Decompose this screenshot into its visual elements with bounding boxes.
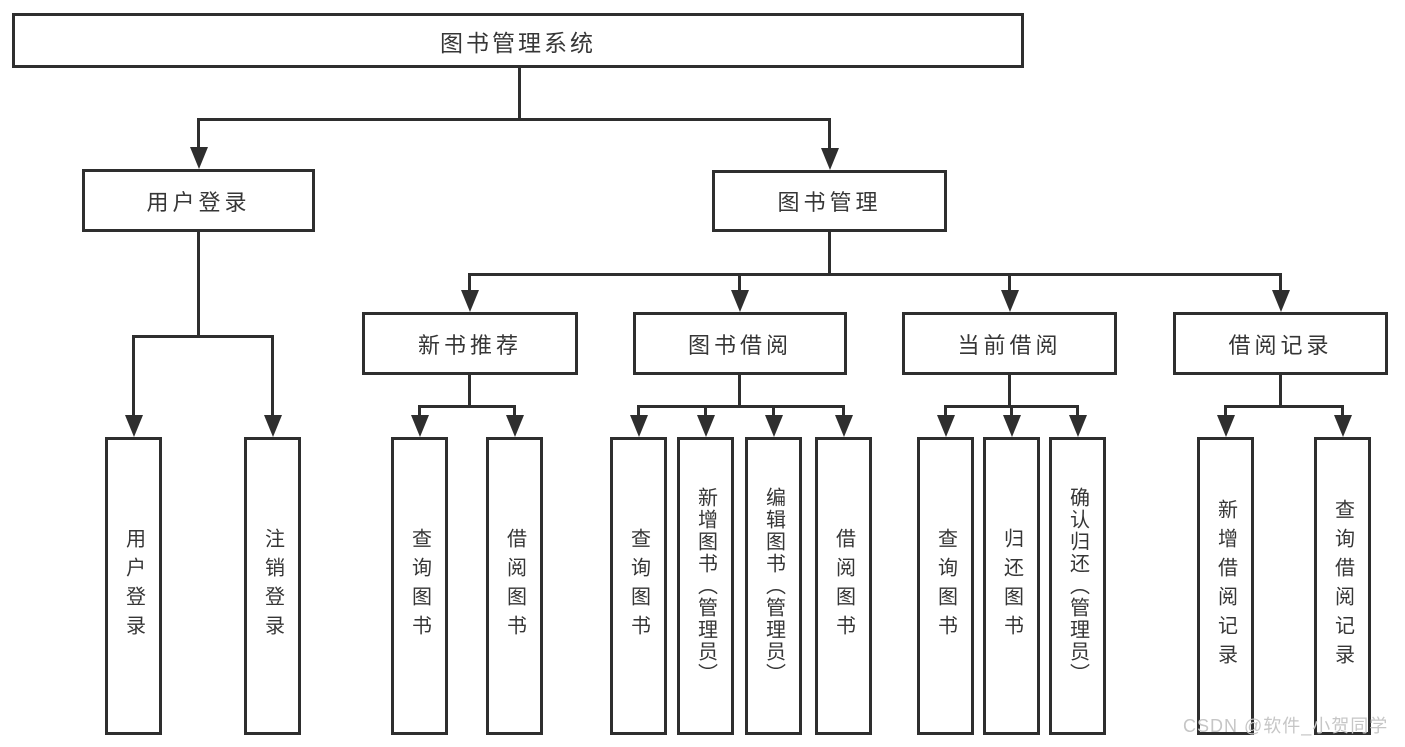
connector-line [518, 68, 521, 121]
connector-line [418, 405, 516, 408]
node-book-borrow-label: 图书借阅 [687, 332, 792, 358]
node-current-borrow-label: 当前借阅 [957, 332, 1062, 358]
connector-line [738, 375, 741, 408]
node-borrow-records-label: 借阅记录 [1228, 332, 1333, 358]
connector-line [637, 405, 640, 417]
connector-arrow [1068, 415, 1087, 437]
node-root-label: 图书管理系统 [440, 29, 596, 56]
connector-line [828, 232, 831, 276]
connector-line [468, 375, 471, 408]
leaf-logout-login: 注销登录 [244, 437, 301, 735]
connector-line [418, 405, 421, 417]
leaf-return-books: 归还图书 [983, 437, 1040, 735]
connector-arrow [629, 415, 648, 437]
leaf-borrow-books: 借阅图书 [815, 437, 872, 735]
connector-arrow [764, 415, 783, 437]
node-book-management-label: 图书管理 [777, 190, 882, 215]
connector-line [828, 118, 831, 152]
connector-line [132, 335, 135, 417]
leaf-query-borrow-record: 查询借阅记录 [1314, 437, 1371, 735]
connector-line [1279, 273, 1282, 293]
connector-arrow [460, 290, 479, 312]
connector-line [772, 405, 775, 417]
connector-line [197, 232, 200, 338]
connector-arrow [696, 415, 715, 437]
leaf-query-books-borrow: 查询图书 [610, 437, 667, 735]
leaf-add-borrow-record: 新增借阅记录 [1197, 437, 1254, 735]
connector-arrow [124, 415, 143, 437]
node-user-login-label: 用户登录 [146, 189, 251, 215]
node-current-borrow: 当前借阅 [902, 312, 1117, 375]
connector-arrow [1333, 415, 1352, 437]
connector-arrow [263, 415, 282, 437]
connector-line [1076, 405, 1079, 417]
connector-line [944, 405, 947, 417]
connector-arrow [189, 147, 208, 169]
connector-arrow [1216, 415, 1235, 437]
connector-line [197, 118, 831, 121]
csdn-watermark: CSDN @软件_小贺同学 [1183, 716, 1389, 736]
node-book-borrow: 图书借阅 [633, 312, 847, 375]
leaf-borrow-books-recommend: 借阅图书 [486, 437, 543, 735]
connector-line [197, 118, 200, 152]
node-book-management: 图书管理 [712, 170, 947, 232]
connector-arrow [505, 415, 524, 437]
connector-line [1008, 375, 1011, 408]
connector-line [1279, 375, 1282, 408]
leaf-edit-books-admin: 编辑图书（管理员） [745, 437, 802, 735]
connector-line [1341, 405, 1344, 417]
node-user-login: 用户登录 [82, 169, 315, 232]
node-new-book-recommend: 新书推荐 [362, 312, 578, 375]
connector-line [513, 405, 516, 417]
connector-line [468, 273, 1282, 276]
connector-line [1224, 405, 1227, 417]
connector-line [132, 335, 274, 338]
connector-line [1008, 273, 1011, 293]
leaf-user-login: 用户登录 [105, 437, 162, 735]
connector-line [704, 405, 707, 417]
leaf-query-books-recommend: 查询图书 [391, 437, 448, 735]
leaf-add-books-admin: 新增图书（管理员） [677, 437, 734, 735]
connector-line [1010, 405, 1013, 417]
connector-line [468, 273, 471, 293]
leaf-query-books-current: 查询图书 [917, 437, 974, 735]
leaf-confirm-return-admin: 确认归还（管理员） [1049, 437, 1106, 735]
connector-line [842, 405, 845, 417]
connector-arrow [820, 148, 839, 170]
connector-arrow [834, 415, 853, 437]
connector-line [637, 405, 845, 408]
connector-arrow [410, 415, 429, 437]
connector-arrow [730, 290, 749, 312]
connector-line [738, 273, 741, 293]
connector-arrow [1271, 290, 1290, 312]
connector-arrow [1000, 290, 1019, 312]
node-root: 图书管理系统 [12, 13, 1024, 68]
connector-line [1224, 405, 1344, 408]
node-borrow-records: 借阅记录 [1173, 312, 1388, 375]
connector-arrow [1002, 415, 1021, 437]
connector-arrow [936, 415, 955, 437]
node-new-book-recommend-label: 新书推荐 [417, 332, 522, 358]
connector-line [271, 335, 274, 417]
